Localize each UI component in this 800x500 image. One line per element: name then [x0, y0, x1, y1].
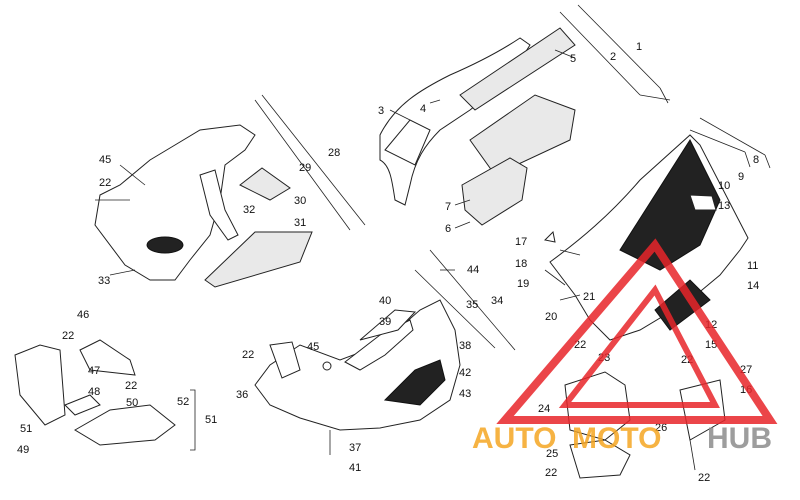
callout-30: 30 — [294, 195, 306, 207]
callout-21: 21 — [583, 291, 595, 303]
callout-22-g: 22 — [545, 467, 557, 479]
callout-38: 38 — [459, 340, 471, 352]
callout-39: 39 — [379, 316, 391, 328]
bracket-lines-top — [389, 4, 671, 229]
callout-48: 48 — [88, 386, 100, 398]
callout-31: 31 — [294, 217, 306, 229]
callout-19: 19 — [517, 278, 529, 290]
callout-34: 34 — [491, 295, 503, 307]
callout-5: 5 — [570, 53, 576, 65]
callout-50: 50 — [126, 397, 138, 409]
callout-32: 32 — [243, 204, 255, 216]
callout-45-a: 45 — [99, 154, 111, 166]
callout-25: 25 — [546, 448, 558, 460]
callout-29: 29 — [299, 162, 311, 174]
callout-22-b: 22 — [242, 349, 254, 361]
bracket-lines-right — [544, 117, 771, 301]
hood-assembly — [379, 27, 576, 226]
watermark-hub: HUB — [707, 422, 772, 455]
callout-22-a: 22 — [99, 177, 111, 189]
watermark-triangle-outer — [496, 238, 778, 424]
callout-37: 37 — [349, 442, 361, 454]
callout-8: 8 — [753, 154, 759, 166]
callout-10: 10 — [718, 180, 730, 192]
callout-33: 33 — [98, 275, 110, 287]
watermark-moto: MOTO — [572, 422, 661, 455]
callout-47: 47 — [88, 365, 100, 377]
callout-9: 9 — [738, 171, 744, 183]
callout-2: 2 — [610, 51, 616, 63]
lower-fairing-assembly — [254, 299, 461, 431]
callout-17: 17 — [515, 236, 527, 248]
callout-20: 20 — [545, 311, 557, 323]
callout-44: 44 — [467, 264, 479, 276]
callout-49: 49 — [17, 444, 29, 456]
callout-28: 28 — [328, 147, 340, 159]
small-parts-assembly — [14, 339, 196, 451]
callout-41: 41 — [349, 462, 361, 474]
callout-22-d: 22 — [125, 380, 137, 392]
callout-22-c: 22 — [62, 330, 74, 342]
callout-6: 6 — [445, 223, 451, 235]
callout-40: 40 — [379, 295, 391, 307]
callout-labels: 1 2 3 4 5 6 7 8 9 10 11 12 13 14 15 16 1… — [17, 41, 759, 484]
inner-panel-assembly — [94, 124, 313, 288]
callout-14: 14 — [747, 280, 759, 292]
bracket-lines-left — [95, 94, 366, 276]
watermark-auto: AUTO — [472, 422, 556, 455]
callout-18: 18 — [515, 258, 527, 270]
callout-3: 3 — [378, 105, 384, 117]
callout-36: 36 — [236, 389, 248, 401]
watermark-triangle-inner — [558, 284, 720, 408]
callout-43: 43 — [459, 388, 471, 400]
side-panel-assembly — [543, 134, 749, 341]
callout-13: 13 — [718, 200, 730, 212]
callout-1: 1 — [636, 41, 642, 53]
callout-52: 52 — [177, 396, 189, 408]
callout-24: 24 — [538, 403, 550, 415]
callout-4: 4 — [420, 103, 426, 115]
callout-42: 42 — [459, 367, 471, 379]
callout-51-b: 51 — [205, 414, 217, 426]
callout-35: 35 — [466, 299, 478, 311]
callout-11: 11 — [747, 260, 758, 272]
watermark-logo: AUTO MOTO HUB — [472, 238, 778, 455]
callout-26: 26 — [655, 422, 667, 434]
callout-46: 46 — [77, 309, 89, 321]
callout-22-h: 22 — [698, 472, 710, 484]
callout-51-a: 51 — [20, 423, 32, 435]
bracket-lines-bottom — [329, 249, 516, 455]
callout-45-b: 45 — [307, 341, 319, 353]
callout-7: 7 — [445, 201, 451, 213]
